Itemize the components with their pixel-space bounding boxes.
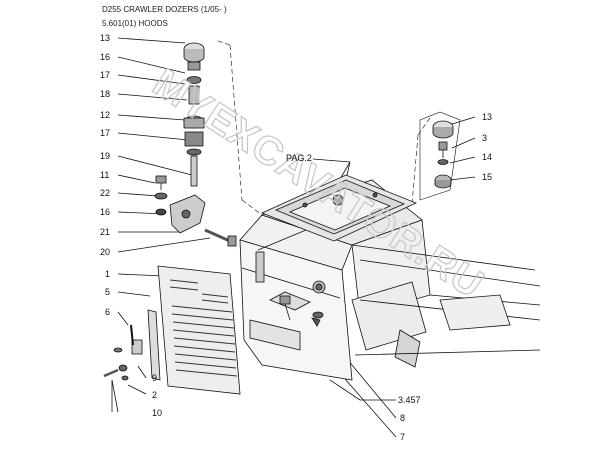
- callout-13a: 13: [100, 33, 110, 43]
- callout-16a: 16: [100, 52, 110, 62]
- callout-22: 22: [100, 188, 110, 198]
- callout-13b: 13: [482, 112, 492, 122]
- callout-19: 19: [100, 151, 110, 161]
- callout-2: 2: [152, 390, 157, 400]
- callout-6: 6: [105, 307, 110, 317]
- callout-pag2: PAG.2: [286, 153, 312, 163]
- callout-3: 3: [482, 133, 487, 143]
- callout-10: 10: [152, 408, 162, 418]
- callout-17a: 17: [100, 70, 110, 80]
- callout-21: 21: [100, 227, 110, 237]
- callout-12: 12: [100, 110, 110, 120]
- callout-20: 20: [100, 247, 110, 257]
- callout-7: 7: [400, 432, 405, 442]
- callout-17b: 17: [100, 128, 110, 138]
- callout-11: 11: [100, 170, 109, 180]
- callout-3457: 3.457: [398, 395, 421, 405]
- callout-5: 5: [105, 287, 110, 297]
- callout-15: 15: [482, 172, 492, 182]
- callout-18: 18: [100, 89, 110, 99]
- callout-9: 9: [152, 373, 157, 383]
- callout-14: 14: [482, 152, 492, 162]
- callout-8: 8: [400, 413, 405, 423]
- callout-1: 1: [105, 269, 110, 279]
- section-title: 5.601(01) HOODS: [102, 19, 168, 28]
- callout-16b: 16: [100, 207, 110, 217]
- model-title: D255 CRAWLER DOZERS (1/05- ): [102, 5, 227, 14]
